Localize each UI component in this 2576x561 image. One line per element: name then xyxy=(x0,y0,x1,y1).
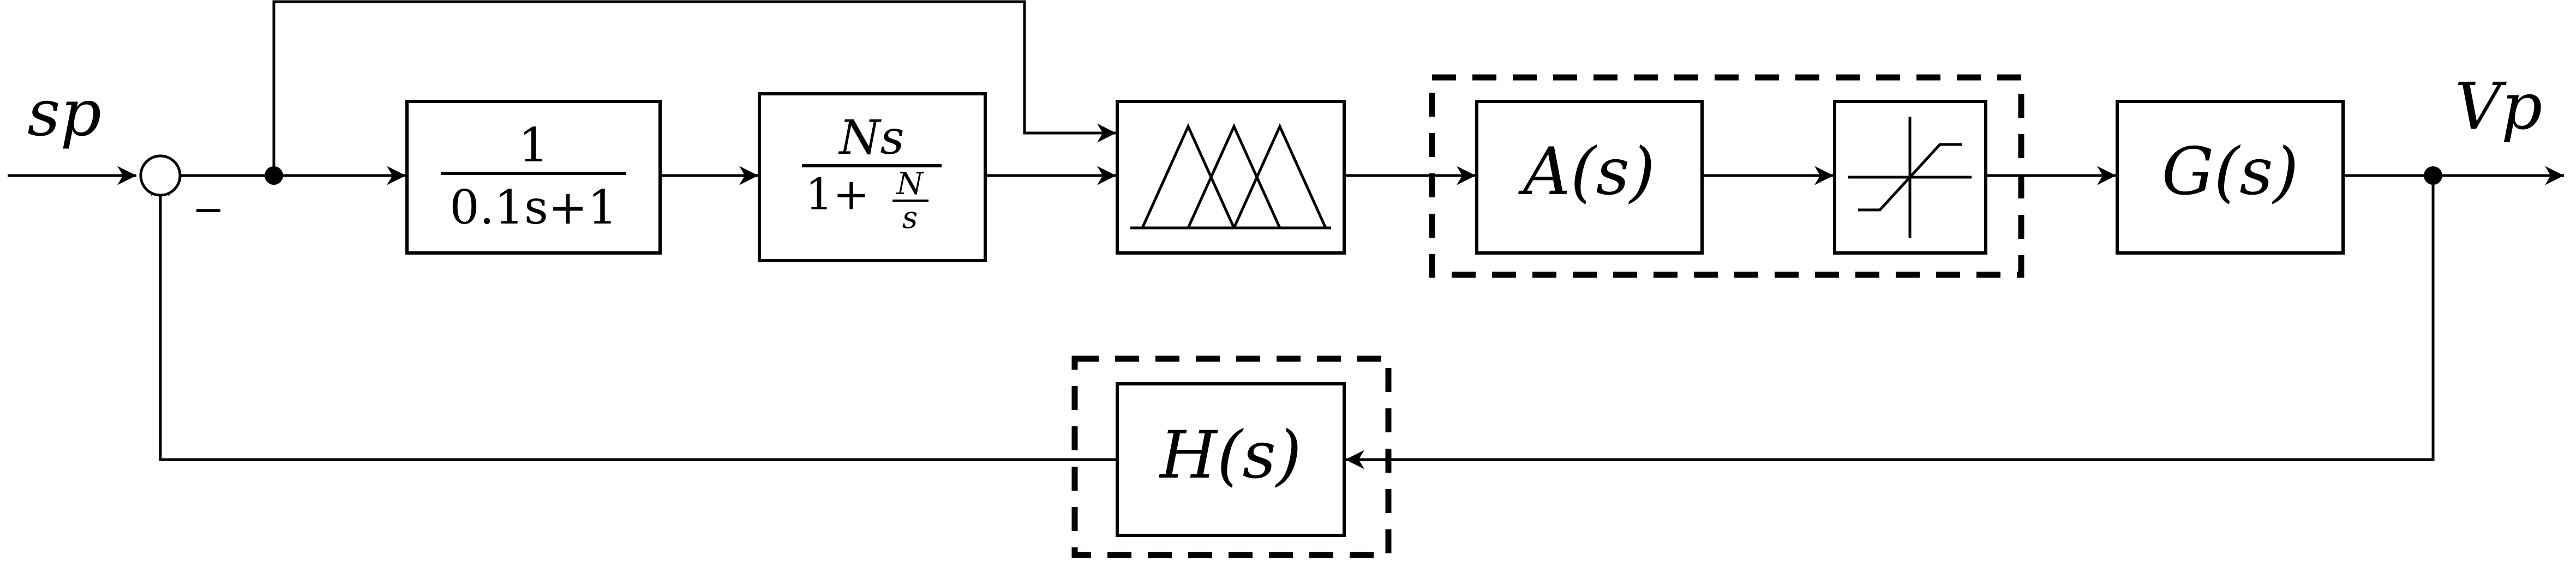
filter-denominator: 0.1s+1 xyxy=(450,180,618,235)
feedback-minus-sign: − xyxy=(193,187,225,232)
derivative-denominator-prefix: 1+ xyxy=(805,169,870,220)
derivative-numerator: Ns xyxy=(838,111,904,165)
actuator-label: A(s) xyxy=(1518,134,1655,210)
input-branch-junction xyxy=(265,166,283,185)
bypass-wire xyxy=(272,0,1116,176)
plant-label: G(s) xyxy=(2161,134,2298,210)
plant-block: G(s) xyxy=(2116,100,2345,255)
filter-block: 1 0.1s+1 xyxy=(405,100,662,255)
saturation-block xyxy=(1833,100,1987,255)
saturation-icon xyxy=(1848,117,1972,238)
sensor-label: H(s) xyxy=(1159,418,1302,493)
derivative-block: Ns 1+ N s xyxy=(758,92,987,262)
filter-numerator: 1 xyxy=(519,118,549,173)
input-signal-label: sp xyxy=(27,75,101,150)
actuator-block: A(s) xyxy=(1475,100,1704,255)
sensor-to-sum-wire xyxy=(151,177,1116,461)
output-signal-label: Vp xyxy=(2455,69,2543,144)
derivative-inner-denominator: s xyxy=(902,200,918,236)
summing-junction xyxy=(139,154,182,197)
triangular-membership-functions-icon xyxy=(1130,123,1331,230)
sensor-group-dashed-box xyxy=(1071,355,1392,558)
feedback-to-sensor-wire xyxy=(1345,176,2435,469)
derivative-inner-numerator: N xyxy=(896,166,925,202)
output-branch-junction xyxy=(2424,166,2442,185)
fuzzy-logic-block xyxy=(1116,100,1346,255)
sensor-block: H(s) xyxy=(1116,382,1346,537)
